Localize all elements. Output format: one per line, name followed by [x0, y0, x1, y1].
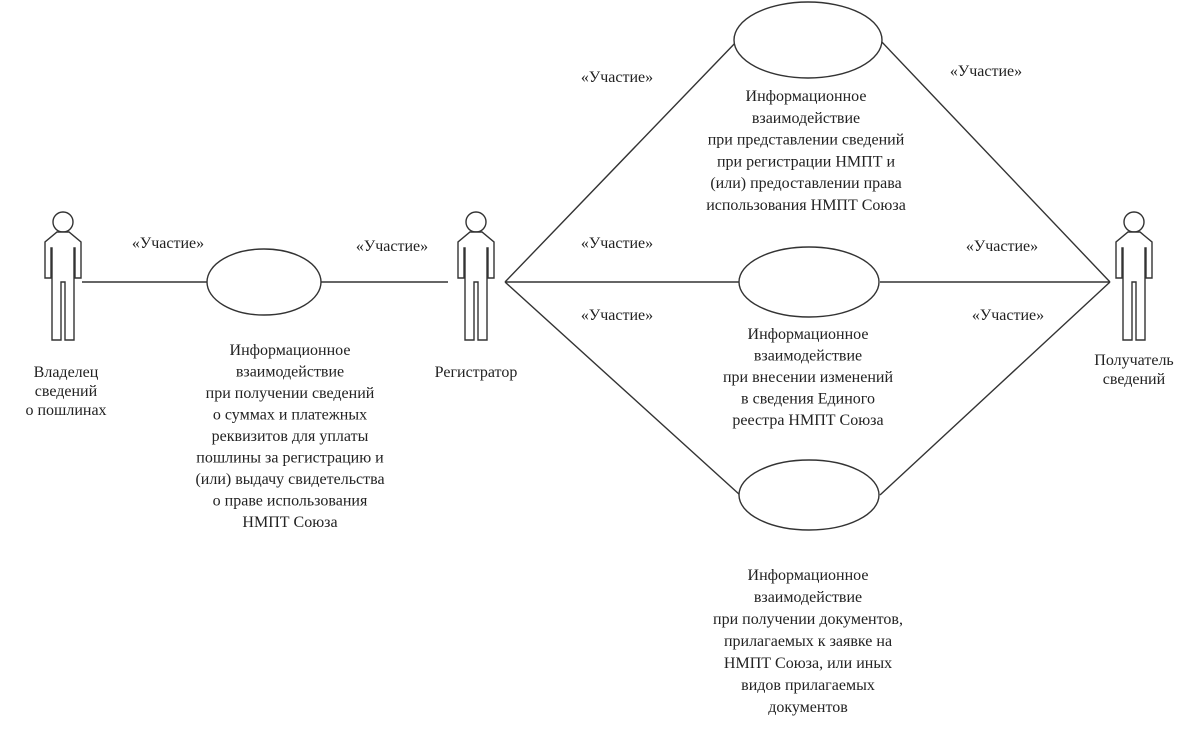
actor-recipient-icon [1115, 211, 1153, 341]
text-line: Информационное [748, 567, 869, 584]
actor-registrar-label: Регистратор [435, 364, 518, 381]
text-line: НМПТ Союза, или иных [724, 655, 892, 672]
text-line: взаимодействие [754, 589, 862, 606]
associations [82, 39, 1111, 496]
association-registrar-documents [504, 281, 741, 496]
text-line: (или) выдачу свидетельства [195, 471, 384, 488]
text-line: видов прилагаемых [741, 677, 875, 694]
stereotype-owner-fees: «Участие» [132, 235, 204, 252]
text-line: при регистрации НМПТ и [717, 153, 896, 170]
text-line: сведений [35, 383, 98, 400]
use-case-changes-label: Информационное взаимодействие при внесении… [723, 326, 894, 429]
use-case-documents-label: Информационное взаимодействие при получени… [713, 567, 903, 716]
association-registrar-registration [504, 39, 739, 283]
stereotype-registrar-documents: «Участие» [581, 307, 653, 324]
text-line: Получатель [1094, 352, 1173, 369]
text-line: прилагаемых к заявке на [724, 633, 892, 650]
stereotype-fees-registrar: «Участие» [356, 238, 428, 255]
use-case-documents-ellipse [738, 459, 880, 531]
use-case-changes-ellipse [738, 246, 880, 318]
text-line: взаимодействие [236, 364, 344, 381]
use-case-registration-ellipse [733, 1, 883, 79]
text-line: о пошлинах [25, 402, 106, 419]
text-line: пошлины за регистрацию и [196, 450, 384, 467]
stereotype-changes-recipient: «Участие» [966, 238, 1038, 255]
association-registration-recipient [879, 39, 1111, 283]
text-line: использования НМПТ Союза [706, 197, 906, 214]
actor-registrar-icon [457, 211, 495, 341]
text-line: НМПТ Союза [242, 514, 337, 531]
use-case-fees-label: Информационное взаимодействие при получени… [195, 342, 384, 531]
stereotype-registrar-registration: «Участие» [581, 69, 653, 86]
use-case-registration-label: Информационное взаимодействие при представ… [706, 88, 906, 214]
text-line: при получении документов, [713, 611, 903, 628]
stereotype-documents-recipient: «Участие» [972, 307, 1044, 324]
text-line: сведений [1103, 371, 1166, 388]
actor-owner-label: Владелец сведений о пошлинах [25, 364, 106, 419]
text-line: при представлении сведений [708, 132, 905, 149]
text-line: в сведения Единого [741, 391, 875, 408]
text-line: Владелец [34, 364, 99, 381]
stereotype-registration-recipient: «Участие» [950, 63, 1022, 80]
use-case-fees-ellipse [206, 248, 322, 316]
text-line: реквизитов для уплаты [212, 428, 369, 445]
text-line: (или) предоставлении права [710, 175, 901, 192]
text-line: взаимодействие [752, 110, 860, 127]
association-documents-recipient [879, 281, 1111, 496]
actor-owner-icon [44, 211, 82, 341]
text-line: Информационное [230, 342, 351, 359]
text-line: реестра НМПТ Союза [732, 412, 883, 429]
text-line: Информационное [748, 326, 869, 343]
text-line: при внесении изменений [723, 369, 894, 386]
text-line: при получении сведений [206, 385, 375, 402]
text-line: Регистратор [435, 364, 518, 381]
actor-recipient-label: Получатель сведений [1094, 352, 1173, 388]
stereotype-registrar-changes: «Участие» [581, 235, 653, 252]
text-line: Информационное [746, 88, 867, 105]
text-line: о суммах и платежных [213, 407, 367, 424]
text-line: документов [768, 699, 848, 716]
text-line: взаимодействие [754, 348, 862, 365]
text-line: о праве использования [213, 493, 368, 510]
